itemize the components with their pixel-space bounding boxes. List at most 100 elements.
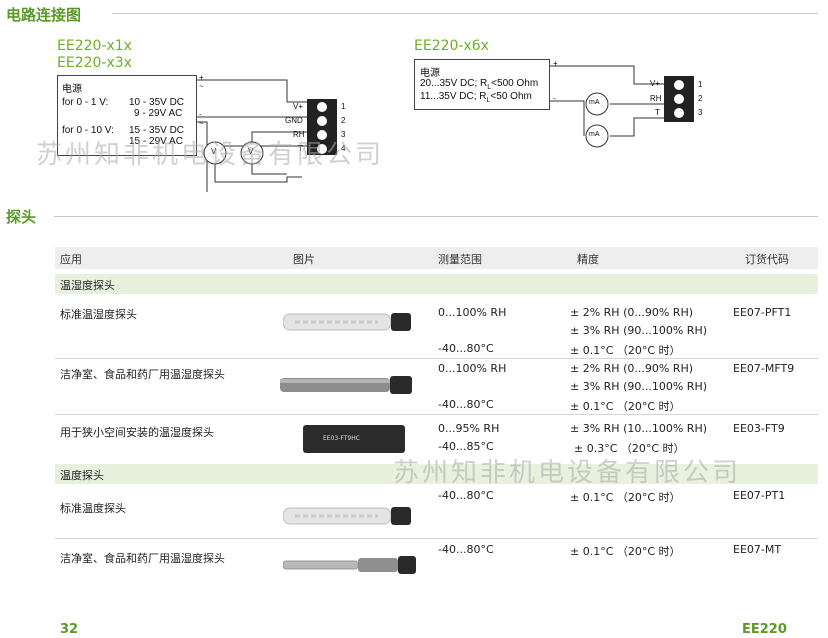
header-range: 测量范围 xyxy=(438,253,482,266)
header-application: 应用 xyxy=(60,253,82,266)
row5-order-code: EE07-MT xyxy=(733,543,782,556)
row4-accuracy: ± 0.1°C （20°C 时） xyxy=(570,491,681,504)
group-label-t: 温度探头 xyxy=(60,469,104,482)
model-label-x3x: EE220-x3x xyxy=(57,55,132,71)
right-minus-sign: - xyxy=(553,94,556,103)
right-supply-1-sub: L xyxy=(487,84,492,91)
right-supply-1-tail: <500 Ohm xyxy=(491,78,539,89)
row2-accuracy-2: ± 3% RH (90...100% RH) xyxy=(570,380,708,393)
circuit-section-title: 电路连接图 xyxy=(6,6,82,24)
terminal-t-label: T xyxy=(298,144,303,153)
tilde-sign: ~ xyxy=(199,82,204,91)
row3-accuracy-2: ± 0.3°C （20°C 时） xyxy=(574,442,685,455)
ammeter-2-icon: mA xyxy=(589,131,600,138)
terminal-rh-label: RH xyxy=(293,130,305,139)
right-supply-2-sub: L xyxy=(486,97,491,104)
row1-accuracy-1: ± 2% RH (0...90% RH) xyxy=(570,306,694,319)
group-label-rh-t: 温湿度探头 xyxy=(60,279,115,292)
probe-mt-shape xyxy=(282,556,416,574)
row3-range-t: -40...85°C xyxy=(438,440,494,453)
product-name: EE220 xyxy=(742,622,787,637)
probe-image-ft9: EE03-FT9HC xyxy=(303,425,405,453)
header-image: 图片 xyxy=(293,253,315,266)
section-divider xyxy=(112,13,818,14)
row4-application: 标准温度探头 xyxy=(60,502,126,515)
right-supply-line-1: 20...35V DC; RL<500 Ohm xyxy=(420,78,538,91)
right-supply-2-text: 11...35V DC; R xyxy=(420,91,487,102)
probe-mft9-shape xyxy=(280,376,412,394)
probe-image-pt1 xyxy=(282,504,413,528)
range-0-10v-ac: 15 - 29V AC xyxy=(129,136,183,147)
group-row-rh-t xyxy=(55,274,818,294)
right-supply-1-text: 20...35V DC; R xyxy=(420,78,488,89)
terminal-gnd-label: GND xyxy=(285,116,303,125)
row4-order-code: EE07-PT1 xyxy=(733,489,786,502)
row2-range-rh: 0...100% RH xyxy=(438,362,507,375)
right-terminal-num-1: 1 xyxy=(698,80,703,89)
row5-accuracy: ± 0.1°C （20°C 时） xyxy=(570,545,681,558)
row5-application: 洁净室、食品和药厂用温湿度探头 xyxy=(60,552,225,565)
row5-range-t: -40...80°C xyxy=(438,543,494,556)
voltmeter-1-icon: V xyxy=(211,147,217,156)
range-0-1v-label: for 0 - 1 V: xyxy=(62,97,109,108)
row-divider xyxy=(55,538,818,539)
table-header xyxy=(55,247,818,269)
row3-accuracy-1: ± 3% RH (10...100% RH) xyxy=(570,422,708,435)
probe-image-mt xyxy=(282,554,418,576)
right-plus-sign: + xyxy=(553,59,558,68)
right-wiring-lines xyxy=(414,59,694,148)
terminal-num-2: 2 xyxy=(341,116,346,125)
model-label-x6x: EE220-x6x xyxy=(414,38,489,54)
probe-ft9-label: EE03-FT9HC xyxy=(323,435,360,442)
right-terminal-num-2: 2 xyxy=(698,94,703,103)
model-label-x1x: EE220-x1x xyxy=(57,38,132,54)
right-terminal-num-3: 3 xyxy=(698,108,703,117)
voltmeter-2-icon: V xyxy=(248,147,254,156)
row1-accuracy-3: ± 0.1°C （20°C 时） xyxy=(570,344,681,357)
right-wiring-diagram: 电源 20...35V DC; RL<500 Ohm 11...35V DC; … xyxy=(414,56,714,156)
probe-image-pft1 xyxy=(282,310,413,334)
terminal-vplus-label: V+ xyxy=(293,102,304,111)
row3-range-rh: 0...95% RH xyxy=(438,422,500,435)
row3-order-code: EE03-FT9 xyxy=(733,422,785,435)
row-divider xyxy=(55,414,818,415)
plus-sign: + xyxy=(199,73,204,82)
probe-pt1-shape xyxy=(282,507,411,525)
probe-image-mft9 xyxy=(280,374,415,396)
right-terminal-t: T xyxy=(655,108,660,117)
row1-range-t: -40...80°C xyxy=(438,342,494,355)
probe-pft1-shape xyxy=(282,313,411,331)
power-label: 电源 xyxy=(62,84,82,95)
right-power-label: 电源 xyxy=(420,68,440,79)
right-terminal-rh: RH xyxy=(650,94,662,103)
ammeter-1-icon: mA xyxy=(589,99,600,106)
right-terminal-vplus: V+ xyxy=(650,79,661,88)
range-0-1v-ac: 9 - 29V AC xyxy=(134,108,183,119)
section-divider-2 xyxy=(54,216,818,217)
left-wiring-diagram: 电源 for 0 - 1 V: 10 - 35V DC 9 - 29V AC f… xyxy=(57,72,357,192)
row3-application: 用于狭小空间安装的温湿度探头 xyxy=(60,426,214,439)
range-0-10v-label: for 0 - 10 V: xyxy=(62,125,114,136)
terminal-num-3: 3 xyxy=(341,130,346,139)
tilde-sign-2: ~ xyxy=(199,119,204,128)
row1-range-rh: 0...100% RH xyxy=(438,306,507,319)
page-number: 32 xyxy=(60,622,79,637)
probe-section-title: 探头 xyxy=(6,208,37,226)
terminal-num-4: 4 xyxy=(341,144,346,153)
row2-range-t: -40...80°C xyxy=(438,398,494,411)
range-0-10v-dc: 15 - 35V DC xyxy=(129,125,185,136)
row2-accuracy-3: ± 0.1°C （20°C 时） xyxy=(570,400,681,413)
right-supply-2-tail: <50 Ohm xyxy=(490,91,532,102)
row2-application: 洁净室、食品和药厂用温湿度探头 xyxy=(60,368,225,381)
row1-order-code: EE07-PFT1 xyxy=(733,306,792,319)
right-supply-line-2: 11...35V DC; RL<50 Ohm xyxy=(420,91,532,104)
terminal-num-1: 1 xyxy=(341,102,346,111)
row1-application: 标准温湿度探头 xyxy=(60,308,137,321)
header-order-code: 订货代码 xyxy=(745,253,789,266)
group-row-t xyxy=(55,464,818,484)
row2-accuracy-1: ± 2% RH (0...90% RH) xyxy=(570,362,694,375)
minus-sign: - xyxy=(199,110,202,119)
row2-order-code: EE07-MFT9 xyxy=(733,362,795,375)
row1-accuracy-2: ± 3% RH (90...100% RH) xyxy=(570,324,708,337)
row4-range-t: -40...80°C xyxy=(438,489,494,502)
